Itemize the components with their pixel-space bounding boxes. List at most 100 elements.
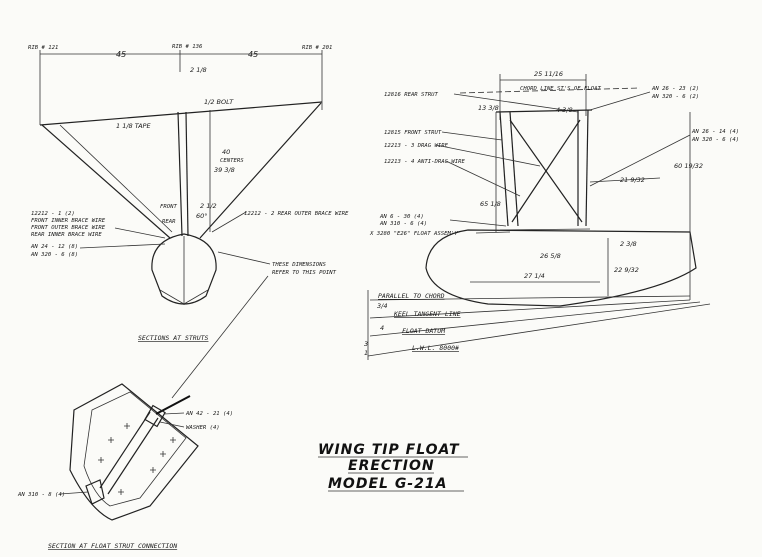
wing-lower-surface: [39, 101, 323, 126]
bolt-label: 1/2 BOLT: [204, 98, 234, 106]
callout-an320-6-b: AN 320 - 6 (4): [691, 137, 739, 143]
rear-strut-leader: [453, 93, 579, 113]
callout-an6-30-leader: [449, 219, 507, 227]
front-label: FRONT: [160, 204, 177, 210]
left-outer-brace-wire: [41, 124, 171, 239]
detail-inner-outline: [83, 391, 187, 507]
dim-2-1-8: 2 1/8: [190, 66, 207, 74]
rear-strut-right: [585, 109, 589, 227]
angle-60: 60°: [196, 212, 208, 220]
callout-an26-14-leader: [589, 134, 691, 187]
float-hull: [425, 229, 697, 307]
dim-3: 3: [364, 340, 368, 348]
float-assembly-label: X 3280 "E26" FLOAT ASSEM'Y: [369, 231, 458, 237]
detail-bottom-fitting: [85, 479, 105, 505]
dim-22-9-32: 22 9/32: [614, 266, 639, 274]
dim-4-3-8: 4 3/8: [556, 106, 573, 114]
callout-12212-1: 12212 - 1 (2): [31, 211, 75, 217]
dim-2-3-8: 2 3/8: [620, 240, 637, 248]
callout-front-outer-brace-wire: FRONT OUTER BRACE WIRE: [31, 225, 106, 231]
detail-strut-a: [99, 411, 151, 489]
front-strut-label: 12815 FRONT STRUT: [384, 130, 442, 136]
callout-an310-8: AN 310 - 8 (4): [17, 492, 65, 498]
float-assembly-leader: [475, 231, 511, 234]
float-datum-line: [369, 301, 701, 337]
dim-1: 1: [364, 349, 368, 357]
rib-121-label: RIB # 121: [28, 45, 58, 51]
lwl-label: L.W.L. 8000#: [412, 344, 459, 352]
callout-an26-23: AN 26 - 23 (2): [651, 86, 699, 92]
anti-drag-wire: [511, 119, 581, 223]
drag-wire-leader: [435, 144, 541, 167]
keel-tangent-label: KEEL TANGENT LINE: [393, 310, 461, 318]
right-outer-brace-wire: [199, 102, 322, 239]
detail-bolt: [155, 395, 191, 415]
chord-line-label: CHORD LINE ST'S OF FLOAT: [520, 86, 601, 92]
callout-an42-21: AN 42 - 21 (4): [185, 411, 233, 417]
callout-rear-inner-brace-wire: REAR INNER BRACE WIRE: [31, 232, 102, 238]
rib-201-label: RIB # 201: [302, 45, 332, 51]
dim-39-3-8: 39 3/8: [214, 166, 235, 174]
float-datum-label: FLOAT DATUM: [402, 327, 446, 335]
callout-an320-6-a: AN 320 - 6 (2): [651, 94, 699, 100]
dim-13-3-8: 13 3/8: [478, 104, 499, 112]
detail-fitting: [144, 404, 166, 428]
caption-float-strut-connection: SECTION AT FLOAT STRUT CONNECTION: [48, 542, 177, 550]
front-strut-line-b: [185, 111, 189, 237]
parallel-to-chord-line: [369, 295, 691, 301]
front-strut-line-a: [177, 111, 183, 237]
parallel-to-chord-label: PARALLEL TO CHORD: [378, 292, 445, 300]
rear-strut-label: 12816 REAR STRUT: [384, 92, 439, 98]
dim-60-19-32: 60 19/32: [674, 162, 703, 170]
title-line-1: WING TIP FLOAT: [318, 442, 460, 458]
front-strut-left: [499, 111, 509, 227]
dim-21-9-32: 21 9/32: [620, 176, 645, 184]
dim-26-5-8: 26 5/8: [540, 252, 561, 260]
dim-25-11-16: 25 11/16: [534, 70, 563, 78]
dim-40: 40: [222, 148, 230, 156]
right-side-view: 25 11/16 CHORD LINE ST'S OF FLOAT 12816 …: [364, 70, 739, 360]
callout-12212-2: 12212 - 2 REAR OUTER BRACE WIRE: [244, 211, 349, 217]
anti-drag-wire-leader: [445, 160, 521, 197]
left-inner-brace-wire: [59, 124, 173, 233]
callout-an24-12: AN 24 - 12 (8): [30, 244, 78, 250]
callout-front-inner-brace-wire: FRONT INNER BRACE WIRE: [31, 218, 106, 224]
callout-3-leader: [211, 211, 247, 233]
title-line-3: MODEL G-21A: [328, 476, 447, 492]
callout-an310-8-leader: [59, 491, 89, 495]
chord-line: [459, 87, 641, 94]
taper-label: 1 1/8 TAPE: [116, 122, 151, 130]
callout-an42-21-leader: [163, 412, 185, 415]
callout-an26-14: AN 26 - 14 (4): [691, 129, 739, 135]
drag-wire-label: 12213 - 3 DRAG WIRE: [384, 143, 449, 149]
detail-strut-connection-view: AN 42 - 21 (4) WASHER (4) AN 310 - 8 (4)…: [17, 383, 233, 550]
note-line-1: THESE DIMENSIONS: [272, 262, 327, 268]
detail-float-outline: [69, 383, 199, 521]
callout-an310-6: AN 310 - 6 (4): [379, 221, 427, 227]
dim-4: 4: [380, 324, 384, 332]
left-section-view: RIB # 121 RIB # 136 RIB # 201 45 45 2 1/…: [28, 44, 349, 342]
callout-an6-30: AN 6 - 30 (4): [379, 214, 424, 220]
callout-washer: WASHER (4): [186, 425, 220, 431]
detail-reference-leader: [171, 275, 269, 399]
callout-washer-leader: [159, 421, 185, 428]
keel-tangent-line: [369, 299, 691, 319]
caption-sections-at-struts: SECTIONS AT STRUTS: [138, 334, 209, 342]
dim-right-45: 45: [248, 50, 258, 59]
callout-2-leader: [79, 243, 166, 249]
float-deck: [499, 228, 591, 231]
float-keel-line: [159, 289, 209, 305]
dim-left-45: 45: [116, 50, 126, 59]
rear-label: REAR: [162, 219, 176, 225]
dim-3-4: 3/4: [377, 302, 387, 310]
detail-rivet-marks: [98, 423, 176, 495]
dim-40-label: CENTERS: [220, 158, 244, 164]
anti-drag-wire-label: 12213 - 4 ANTI-DRAG WIRE: [384, 159, 465, 165]
detail-strut-b: [107, 417, 159, 495]
rib-136-label: RIB # 136: [172, 44, 203, 50]
front-strut-leader: [441, 131, 503, 141]
note-leader: [217, 251, 271, 265]
note-line-2: REFER TO THIS POINT: [272, 270, 337, 276]
